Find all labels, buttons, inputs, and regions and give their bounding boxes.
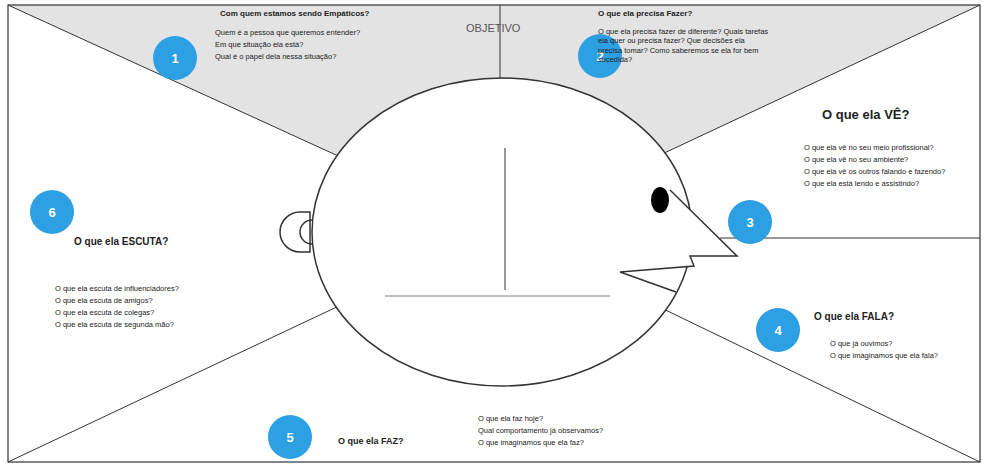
guiding-question: O que ela faz hoje?	[478, 414, 543, 423]
callout-number: 4	[774, 323, 781, 338]
section-heading: O que ela FALA?	[814, 311, 894, 324]
guiding-question: Em que situação ela está?	[215, 40, 303, 49]
ear-inner	[300, 220, 312, 244]
guiding-question: O que já ouvimos?	[830, 339, 893, 348]
guiding-question: Qual comportamento já observamos?	[478, 426, 603, 435]
head-line	[505, 148, 506, 290]
guiding-question: O que imaginamos que ela faz?	[478, 438, 584, 447]
callout-circle: 4	[756, 308, 800, 352]
callout-circle: 6	[30, 190, 74, 234]
nose-and-mouth	[620, 190, 737, 292]
ear	[280, 212, 310, 252]
guiding-question: O que ela vê os outros falando e fazendo…	[804, 167, 945, 176]
guiding-question: O que ela escuta de colegas?	[55, 308, 154, 317]
callout-number: 6	[48, 205, 55, 220]
objective-title: OBJETIVO	[466, 22, 520, 36]
section-heading: O que ela VÊ?	[822, 107, 909, 123]
guiding-question: O que ela está lendo e assistindo?	[804, 179, 919, 188]
callout-number: 1	[171, 51, 178, 66]
guiding-question: O que ela vê no seu ambiente?	[804, 155, 908, 164]
section-heading: O que ela precisa Fazer?	[598, 9, 692, 19]
guiding-question: O que ela vê no seu meio profissional?	[804, 143, 934, 152]
section-heading: O que ela FAZ?	[338, 436, 404, 447]
guiding-question: O que imaginamos que ela fala?	[830, 351, 938, 360]
head-outline	[312, 78, 692, 386]
guiding-question: Qual é o papel dela nessa situação?	[215, 52, 336, 61]
guiding-question: O que ela escuta de amigos?	[55, 296, 153, 305]
eye	[651, 187, 669, 213]
head-line	[385, 295, 610, 297]
guiding-question: O que ela precisa fazer de diferente? Qu…	[598, 27, 770, 65]
guiding-question: O que ela escuta de influenciadores?	[55, 284, 179, 293]
section-heading: O que ela ESCUTA?	[74, 236, 168, 249]
callout-circle: 1	[153, 36, 197, 80]
callout-number: 3	[746, 215, 753, 230]
callout-circle: 3	[728, 200, 772, 244]
callout-circle: 5	[268, 415, 312, 459]
outer-frame	[8, 5, 980, 462]
section-heading: Com quem estamos sendo Empáticos?	[220, 9, 369, 19]
guiding-question: O que ela escuta de segunda mão?	[55, 320, 174, 329]
guiding-question: Quem é a pessoa que queremos entender?	[215, 28, 360, 37]
callout-number: 5	[286, 430, 293, 445]
